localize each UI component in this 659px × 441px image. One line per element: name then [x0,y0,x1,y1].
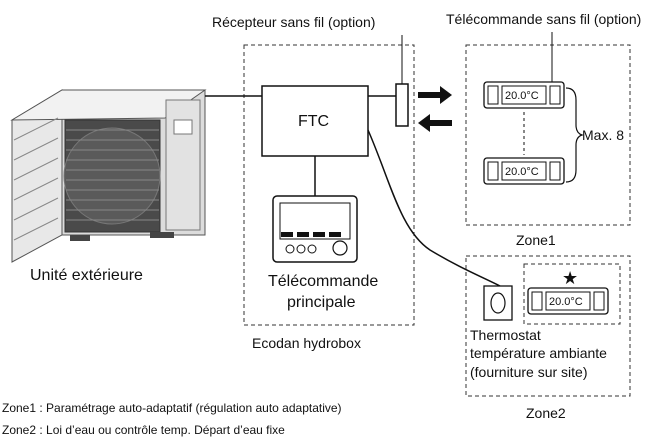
zone1-label: Zone1 [516,232,556,248]
signal-arrow-left-icon [418,114,452,132]
main-remote-label-line1: Télécommande [268,273,378,290]
hydrobox-enclosure [243,44,415,326]
wireless-receiver-icon [395,83,409,127]
thermostat-label-line3: (fourniture sur site) [470,364,587,380]
outdoor-unit-icon [10,89,207,263]
zone2-optional-remote-enclosure [523,263,621,325]
room-thermostat-icon [483,285,513,321]
zone2-label: Zone2 [526,405,566,421]
ftc-thermostat-cable [367,129,501,287]
signal-arrow-right-icon [418,86,452,104]
zone1-enclosure [465,44,631,226]
max-remotes-label: Max. 8 [582,127,624,143]
star-icon: ★ [562,268,578,288]
wireless-remote-2-temperature: 20.0°C [505,166,539,178]
main-remote-label-line2: principale [287,294,356,311]
zone2-wireless-remote-icon [527,287,609,315]
note-zone1: Zone1 : Paramétrage auto-adaptatif (régu… [2,401,342,415]
max-bracket [565,87,584,183]
thermostat-label-line2: température ambiante [470,345,607,361]
wireless-remote-label: Télécommande sans fil (option) [446,11,641,27]
main-remote-icon [272,195,358,263]
zone2-enclosure [465,255,631,397]
thermostat-label-line1: Thermostat [470,327,541,343]
ftc-box [261,85,369,157]
wireless-receiver-label: Récepteur sans fil (option) [212,14,375,30]
outdoor-unit-label: Unité extérieure [30,267,143,284]
wireless-remote-2-icon [483,157,565,185]
note-zone2: Zone2 : Loi d’eau ou contrôle temp. Dépa… [2,423,285,437]
zone2-remote-temperature: 20.0°C [549,296,583,308]
hydrobox-label: Ecodan hydrobox [252,335,361,351]
ftc-label: FTC [298,113,329,130]
wireless-remote-1-icon [483,81,565,109]
wireless-remote-1-temperature: 20.0°C [505,90,539,102]
